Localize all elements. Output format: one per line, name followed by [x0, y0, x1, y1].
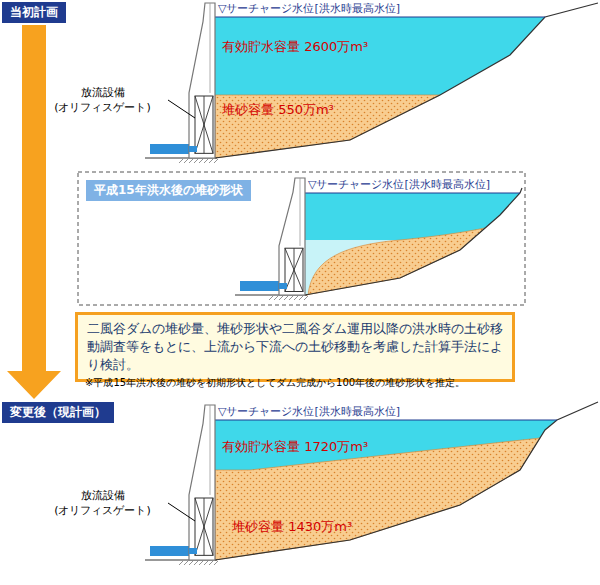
foundation-hatch	[204, 561, 208, 565]
flow-arrow	[7, 25, 61, 399]
node-text: 当初計画	[10, 4, 58, 21]
water-level-line	[215, 420, 557, 421]
foundation-hatch	[199, 561, 203, 565]
dam-body	[279, 178, 305, 295]
gate-label: 放流設備 (オリフィスゲート)	[40, 86, 165, 116]
foundation-hatch	[189, 159, 193, 163]
foundation-hatch	[199, 159, 203, 163]
capacity-label: 堆砂容量 550万m³	[222, 101, 334, 119]
ground-slope	[305, 188, 522, 295]
capacity-label: 有効貯水容量 1720万m³	[222, 438, 368, 456]
foundation-hatch	[184, 159, 188, 163]
water-area	[215, 420, 557, 560]
capacity-label: 堆砂容量 1430万m³	[232, 518, 352, 536]
sediment-area	[215, 95, 440, 158]
foundation-hatch	[274, 296, 278, 300]
note-box: 二風谷ダムの堆砂量、堆砂形状や二風谷ダム運用以降の洪水時の土砂移動調査等をもとに…	[75, 312, 515, 382]
foundation-hatch	[214, 561, 218, 565]
foundation-hatch	[209, 159, 213, 163]
gate-brace	[195, 498, 213, 555]
node-text: 二風谷ダムの堆砂量、堆砂形状や二風谷ダム運用以降の洪水時の土砂移動調査等をもとに…	[87, 320, 503, 374]
reservoir-section	[145, 402, 598, 565]
gate-brace	[195, 498, 213, 555]
foundation-hatch	[289, 296, 293, 300]
ground-slope	[215, 3, 598, 158]
gate-label: 放流設備 (オリフィスゲート)	[40, 489, 165, 519]
foundation-hatch	[184, 561, 188, 565]
orifice-gate	[195, 498, 213, 555]
water-level-label: ▽サーチャージ水位[洪水時最高水位]	[218, 404, 400, 419]
water-area	[215, 17, 545, 158]
capacity-label: 有効貯水容量 2600万m³	[222, 38, 368, 56]
orifice-gate	[195, 96, 213, 153]
gate-brace	[294, 248, 295, 291]
leader-line	[168, 100, 195, 118]
dam-pier	[210, 405, 211, 495]
foundation-hatch	[269, 296, 273, 300]
section-badge: 変更後（現計画）	[2, 402, 114, 423]
orifice-gate	[285, 248, 303, 291]
foundation-hatch	[299, 296, 303, 300]
dam-body	[189, 3, 215, 158]
reservoir-section	[235, 178, 522, 300]
foundation-hatch	[204, 159, 208, 163]
water-level-label: ▽サーチャージ水位[洪水時最高水位]	[218, 1, 400, 16]
foundation-hatch	[189, 561, 193, 565]
dam-pier	[300, 178, 301, 246]
foundation-hatch	[284, 296, 288, 300]
gate-brace	[195, 96, 213, 153]
foundation-hatch	[179, 561, 183, 565]
gate-brace	[285, 248, 303, 291]
downstream-water	[240, 281, 280, 291]
foundation-hatch	[279, 296, 283, 300]
downstream-water	[150, 144, 190, 154]
foundation-hatch	[194, 561, 198, 565]
water-level-label: ▽サーチャージ水位[洪水時最高水位]	[308, 177, 490, 192]
gate-brace	[204, 498, 205, 555]
water-level-line	[215, 17, 545, 18]
gate-brace	[204, 96, 205, 153]
foundation-hatch	[194, 159, 198, 163]
dam-pier	[210, 3, 211, 93]
foundation-hatch	[304, 296, 308, 300]
downstream-water	[150, 546, 190, 556]
ground-slope	[215, 402, 598, 560]
gate-brace	[285, 248, 303, 291]
node-text: 変更後（現計画）	[10, 404, 106, 421]
sediment-area	[305, 228, 485, 295]
outlet-pipe	[279, 283, 287, 289]
node-text: 平成15年洪水後の堆砂形状	[94, 182, 243, 199]
leader-line	[168, 503, 195, 521]
water-area	[305, 193, 520, 295]
foundation-hatch	[294, 296, 298, 300]
sub-badge: 平成15年洪水後の堆砂形状	[86, 180, 251, 201]
foundation-hatch	[214, 159, 218, 163]
gate-brace	[195, 96, 213, 153]
foundation-hatch	[179, 159, 183, 163]
foundation-hatch	[209, 561, 213, 565]
reservoir-section	[145, 3, 598, 163]
outlet-pipe	[189, 146, 197, 152]
dam-body	[189, 405, 215, 560]
water-level-line	[305, 193, 520, 194]
sediment-area	[215, 438, 540, 560]
section-badge: 当初計画	[2, 2, 66, 23]
outlet-pipe	[189, 548, 197, 554]
footnote: ※平成15年洪水後の堆砂を初期形状としてダム完成から100年後の堆砂形状を推定。	[85, 376, 465, 390]
dashed-frame	[78, 172, 525, 305]
